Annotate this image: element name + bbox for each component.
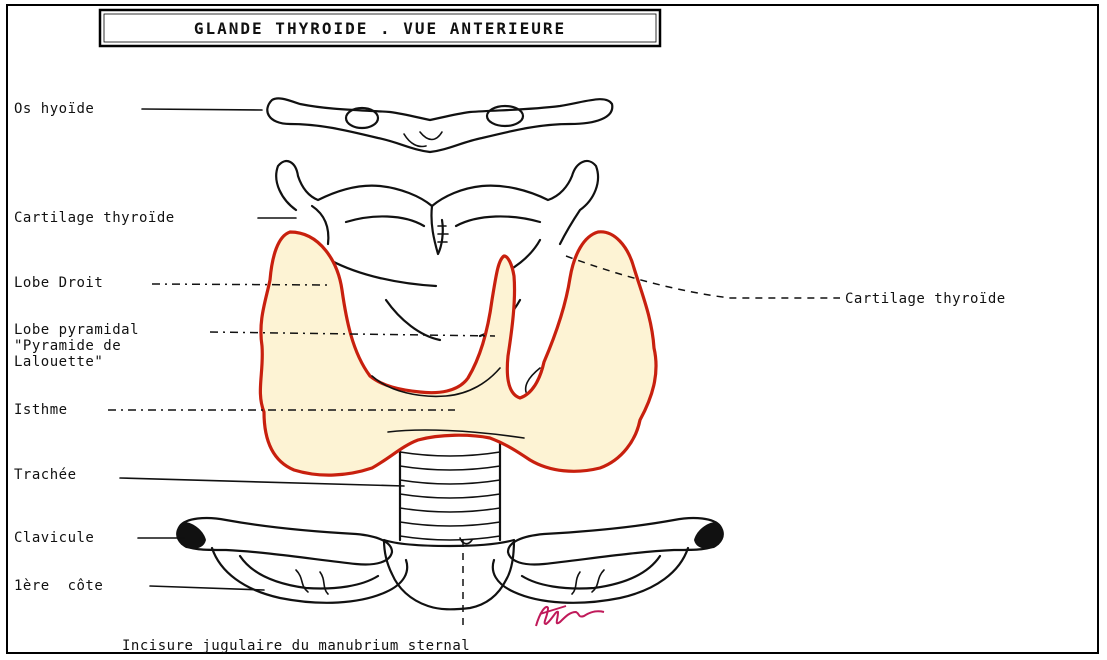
label-lalouette: Lalouette" xyxy=(14,354,103,370)
label-cartilage-thyroide-left: Cartilage thyroïde xyxy=(14,210,175,226)
label-clavicule: Clavicule xyxy=(14,530,94,546)
label-incisure-jugulaire: Incisure jugulaire du manubrium sternal xyxy=(122,638,470,654)
artist-signature-icon xyxy=(536,606,604,626)
left-first-rib xyxy=(212,548,407,603)
label-lobe-droit: Lobe Droit xyxy=(14,275,103,291)
thyroid-gland xyxy=(260,232,656,475)
leader-os-hyoide xyxy=(142,109,262,110)
right-clavicle xyxy=(508,518,723,565)
title-box: GLANDE THYROIDE . VUE ANTERIEURE xyxy=(100,10,660,46)
label-isthme: Isthme xyxy=(14,402,68,418)
trachea xyxy=(400,440,500,540)
label-lobe-pyramidal: Lobe pyramidal xyxy=(14,322,139,338)
label-os-hyoide: Os hyoïde xyxy=(14,101,94,117)
hyoid-bone xyxy=(267,98,612,152)
label-premiere-cote: 1ère côte xyxy=(14,578,103,594)
diagram-title: GLANDE THYROIDE . VUE ANTERIEURE xyxy=(194,19,566,38)
label-trachee: Trachée xyxy=(14,467,77,483)
leader-trachee xyxy=(120,478,404,486)
left-clavicle xyxy=(177,518,392,565)
right-first-rib xyxy=(493,548,688,603)
label-pyramide-de: "Pyramide de xyxy=(14,338,121,354)
label-cartilage-thyroide-right: Cartilage thyroïde xyxy=(845,291,1006,307)
